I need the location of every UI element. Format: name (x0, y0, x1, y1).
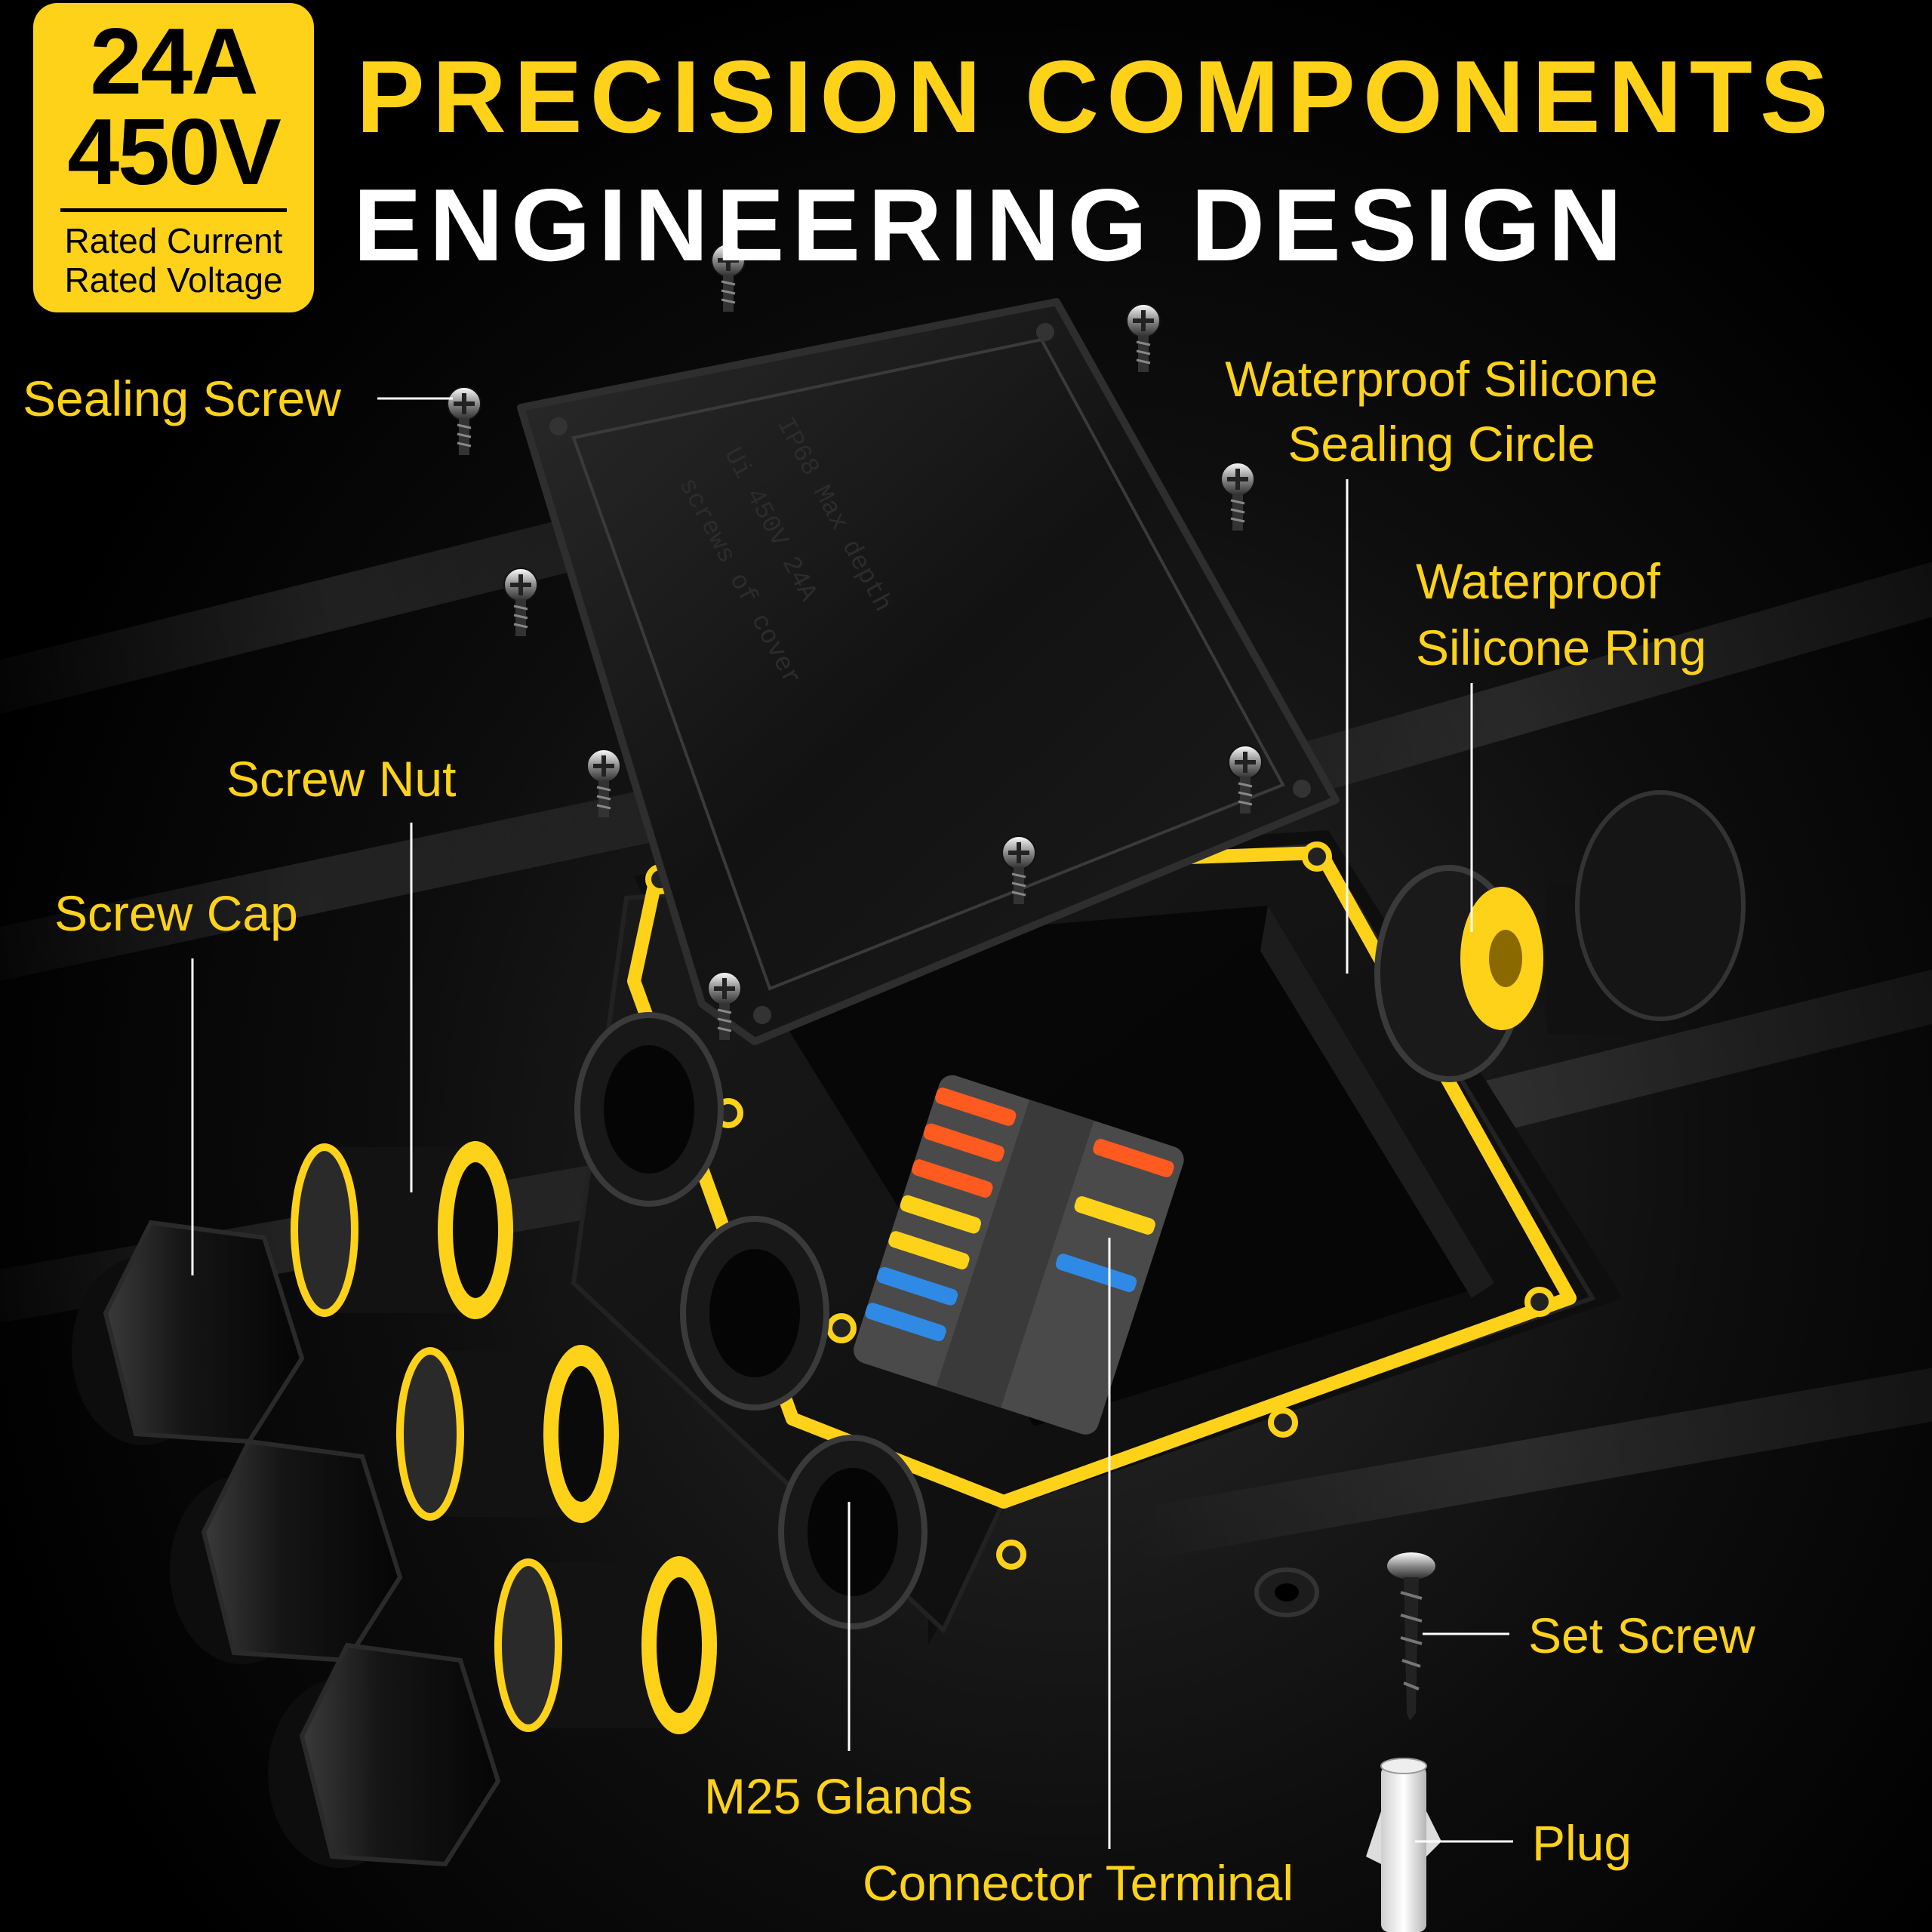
headline-line2: ENGINEERING DESIGN (353, 168, 1630, 282)
label-screw-nut: Screw Nut (226, 751, 457, 807)
badge-divider (60, 208, 287, 212)
label-screw-cap: Screw Cap (54, 885, 298, 941)
label-waterproof-silicone-ring: Waterproof Silicone Ring (1416, 551, 1706, 678)
rated-current-caption: Rated Current (64, 221, 283, 260)
right-gland-assembly (1374, 790, 1746, 1082)
label-set-screw: Set Screw (1528, 1607, 1755, 1663)
label-plug: Plug (1532, 1815, 1632, 1871)
rated-voltage-caption: Rated Voltage (64, 260, 283, 300)
rated-current-value: 24A (90, 10, 258, 114)
screw-nut-set (291, 1141, 717, 1734)
label-waterproof-ring-line2: Silicone Ring (1416, 620, 1707, 675)
screw-cap-set (72, 1220, 501, 1868)
plug (1366, 1758, 1441, 1932)
label-waterproof-sealing-circle: Waterproof Silicone Sealing Circle (1192, 349, 1690, 474)
label-waterproof-ring-line1: Waterproof (1416, 553, 1661, 609)
set-screw (1387, 1552, 1435, 1721)
callout-lines (191, 397, 1513, 1849)
label-connector-terminal: Connector Terminal (863, 1855, 1294, 1911)
connector-terminal (854, 1075, 1184, 1435)
junction-box-lid: IP68 Max depth Ui 450V 24A screws of cov… (517, 298, 1340, 1045)
label-waterproof-circle-line2: Sealing Circle (1287, 416, 1595, 472)
headline-line1: PRECISION COMPONENTS (356, 39, 1836, 154)
rating-badge: 24A 450V Rated Current Rated Voltage (33, 3, 314, 312)
housing-thread-ports (574, 1012, 928, 1629)
rated-voltage-value: 450V (67, 100, 281, 205)
label-sealing-screw: Sealing Screw (23, 371, 341, 426)
label-waterproof-circle-line1: Waterproof Silicone (1225, 351, 1658, 407)
label-m25-glands: M25 Glands (704, 1768, 973, 1824)
